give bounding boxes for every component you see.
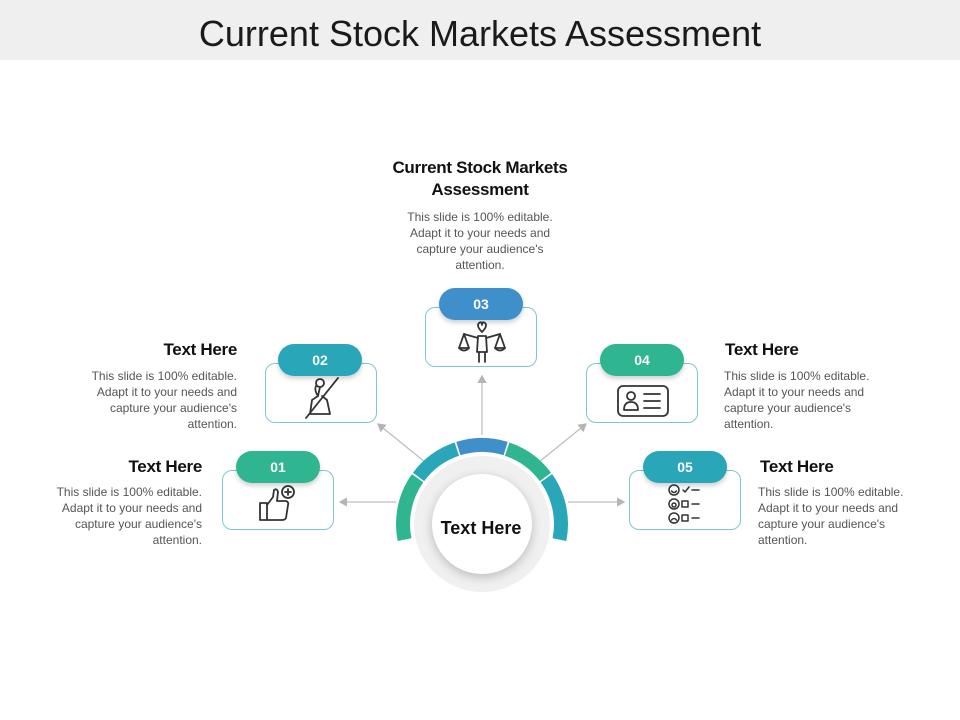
title-bar [0, 0, 960, 60]
connector-04 [538, 423, 587, 463]
arc-segment-01 [396, 474, 424, 541]
center-circle [432, 474, 532, 574]
item-04-heading: Text Here [725, 340, 799, 359]
item-04-number-badge: 04 [600, 344, 684, 376]
page-title: Current Stock Markets Assessment [198, 13, 762, 54]
arc-segment-03 [456, 438, 508, 456]
item-01-number-badge: 01 [236, 451, 320, 483]
item-03-box [425, 307, 537, 367]
item-01-heading: Text Here [128, 457, 202, 476]
connector-02 [377, 423, 426, 463]
item-02-heading: Text Here [163, 340, 237, 359]
item-03-number-badge: 03 [439, 288, 523, 320]
item-05-box [629, 470, 741, 530]
center-label: Text Here [440, 518, 522, 538]
item-02-text: This slide is 100% editable. Adapt it to… [91, 369, 237, 431]
item-02-box [265, 363, 377, 423]
id-card-icon [617, 385, 669, 417]
arc-segment-02 [412, 442, 460, 482]
item-03-heading: Current Stock Markets Assessment [392, 158, 568, 199]
no-cleaning-icon [305, 377, 339, 419]
item-01-text: This slide is 100% editable. Adapt it to… [56, 485, 202, 547]
balance-scale-icon [458, 321, 506, 363]
arc-segment-04 [504, 442, 552, 482]
item-05-text: This slide is 100% editable. Adapt it to… [758, 485, 904, 547]
item-04-text: This slide is 100% editable. Adapt it to… [724, 369, 870, 431]
feedback-survey-icon [668, 484, 700, 524]
item-03-text: This slide is 100% editable. Adapt it to… [407, 210, 553, 272]
item-05-heading: Text Here [760, 457, 834, 476]
arc-segment-05 [540, 474, 569, 541]
item-05-number-badge: 05 [643, 451, 727, 483]
thumbs-up-icon [259, 485, 295, 521]
segmented-arc [396, 438, 569, 541]
item-02-number-badge: 02 [278, 344, 362, 376]
